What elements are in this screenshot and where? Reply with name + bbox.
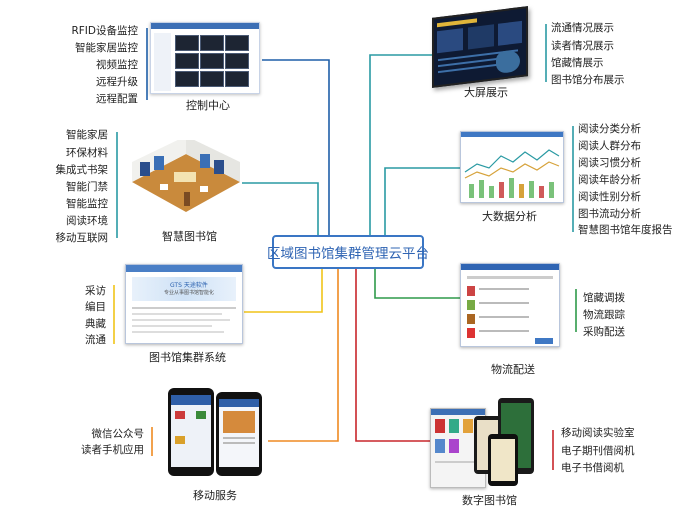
big-data-item: 阅读性别分析 xyxy=(578,191,641,203)
big-data-item: 智慧图书馆年度报告 xyxy=(578,224,673,236)
mobile-item: 微信公众号 xyxy=(91,428,145,440)
digital-devices-image xyxy=(430,398,540,492)
big-screen-image xyxy=(432,6,528,88)
digital-item: 电子书借阅机 xyxy=(561,462,624,474)
smart-library-item: 智能家居 xyxy=(66,129,108,141)
connector-big-screen xyxy=(369,54,432,235)
big-screen-item: 流通情况展示 xyxy=(551,22,614,34)
cluster-caption: 图书馆集群系统 xyxy=(149,351,226,364)
control-item: RFID设备监控 xyxy=(71,25,138,37)
logistics-item: 物流跟踪 xyxy=(583,309,625,321)
connector-digital xyxy=(355,269,430,442)
connector-control xyxy=(262,59,330,235)
mobile-item: 读者手机应用 xyxy=(81,444,144,456)
digital-item: 电子期刊借阅机 xyxy=(561,445,635,457)
smart-library-item: 环保材料 xyxy=(66,147,108,159)
control-caption: 控制中心 xyxy=(186,99,230,112)
cluster-screen-tagline: 专业从事图书馆智能化 xyxy=(164,290,215,296)
connector-cluster xyxy=(244,269,323,313)
big-data-item: 阅读习惯分析 xyxy=(578,157,641,169)
connector-logistics xyxy=(374,269,460,299)
mobile-caption: 移动服务 xyxy=(193,489,237,502)
control-item: 远程配置 xyxy=(96,93,138,105)
big-screen-item: 馆藏情展示 xyxy=(551,57,604,69)
big-screen-item: 读者情况展示 xyxy=(551,40,614,52)
control-item: 智能家居监控 xyxy=(75,42,138,54)
big-data-item: 阅读年龄分析 xyxy=(578,174,641,186)
big-screen-item: 图书馆分布展示 xyxy=(551,74,625,86)
smart-library-item: 智能门禁 xyxy=(66,181,108,193)
smart-library-item: 集成式书架 xyxy=(55,164,109,176)
digital-caption: 数字图书馆 xyxy=(462,494,517,507)
smart-library-item: 移动互联网 xyxy=(55,232,109,244)
mobile-phones-image xyxy=(168,388,268,480)
logistics-web-image xyxy=(460,263,560,347)
cluster-screen-brand: GTS 天途软件 xyxy=(170,282,208,289)
connector-mobile xyxy=(268,269,339,442)
big-data-item: 图书流动分析 xyxy=(578,208,641,220)
big-data-caption: 大数据分析 xyxy=(482,210,537,223)
cluster-item: 流通 xyxy=(85,334,106,346)
center-platform-title: 区域图书馆集群管理云平台 xyxy=(267,235,429,269)
logistics-item: 馆藏调拨 xyxy=(583,292,625,304)
cluster-item: 典藏 xyxy=(85,318,106,330)
connector-big-data xyxy=(384,167,460,235)
analytics-dashboard-image xyxy=(460,131,564,203)
big-screen-caption: 大屏展示 xyxy=(464,86,508,99)
smart-library-caption: 智慧图书馆 xyxy=(162,230,217,243)
smart-library-item: 阅读环境 xyxy=(66,215,108,227)
control-item: 远程升级 xyxy=(96,76,138,88)
big-data-item: 阅读分类分析 xyxy=(578,123,641,135)
big-data-item: 阅读人群分布 xyxy=(578,140,641,152)
control-item: 视频监控 xyxy=(96,59,138,71)
logistics-caption: 物流配送 xyxy=(491,363,535,376)
cluster-item: 采访 xyxy=(85,285,106,297)
connector-smart-library xyxy=(242,182,319,235)
smart-library-item: 智能监控 xyxy=(66,198,108,210)
cluster-website-image: GTS 天途软件 专业从事图书馆智能化 xyxy=(125,264,243,344)
control-screen-image xyxy=(150,22,260,94)
cluster-item: 编目 xyxy=(85,301,106,313)
library-isometric-image xyxy=(132,140,240,212)
logistics-item: 采购配送 xyxy=(583,326,625,338)
digital-item: 移动阅读实验室 xyxy=(561,427,635,439)
